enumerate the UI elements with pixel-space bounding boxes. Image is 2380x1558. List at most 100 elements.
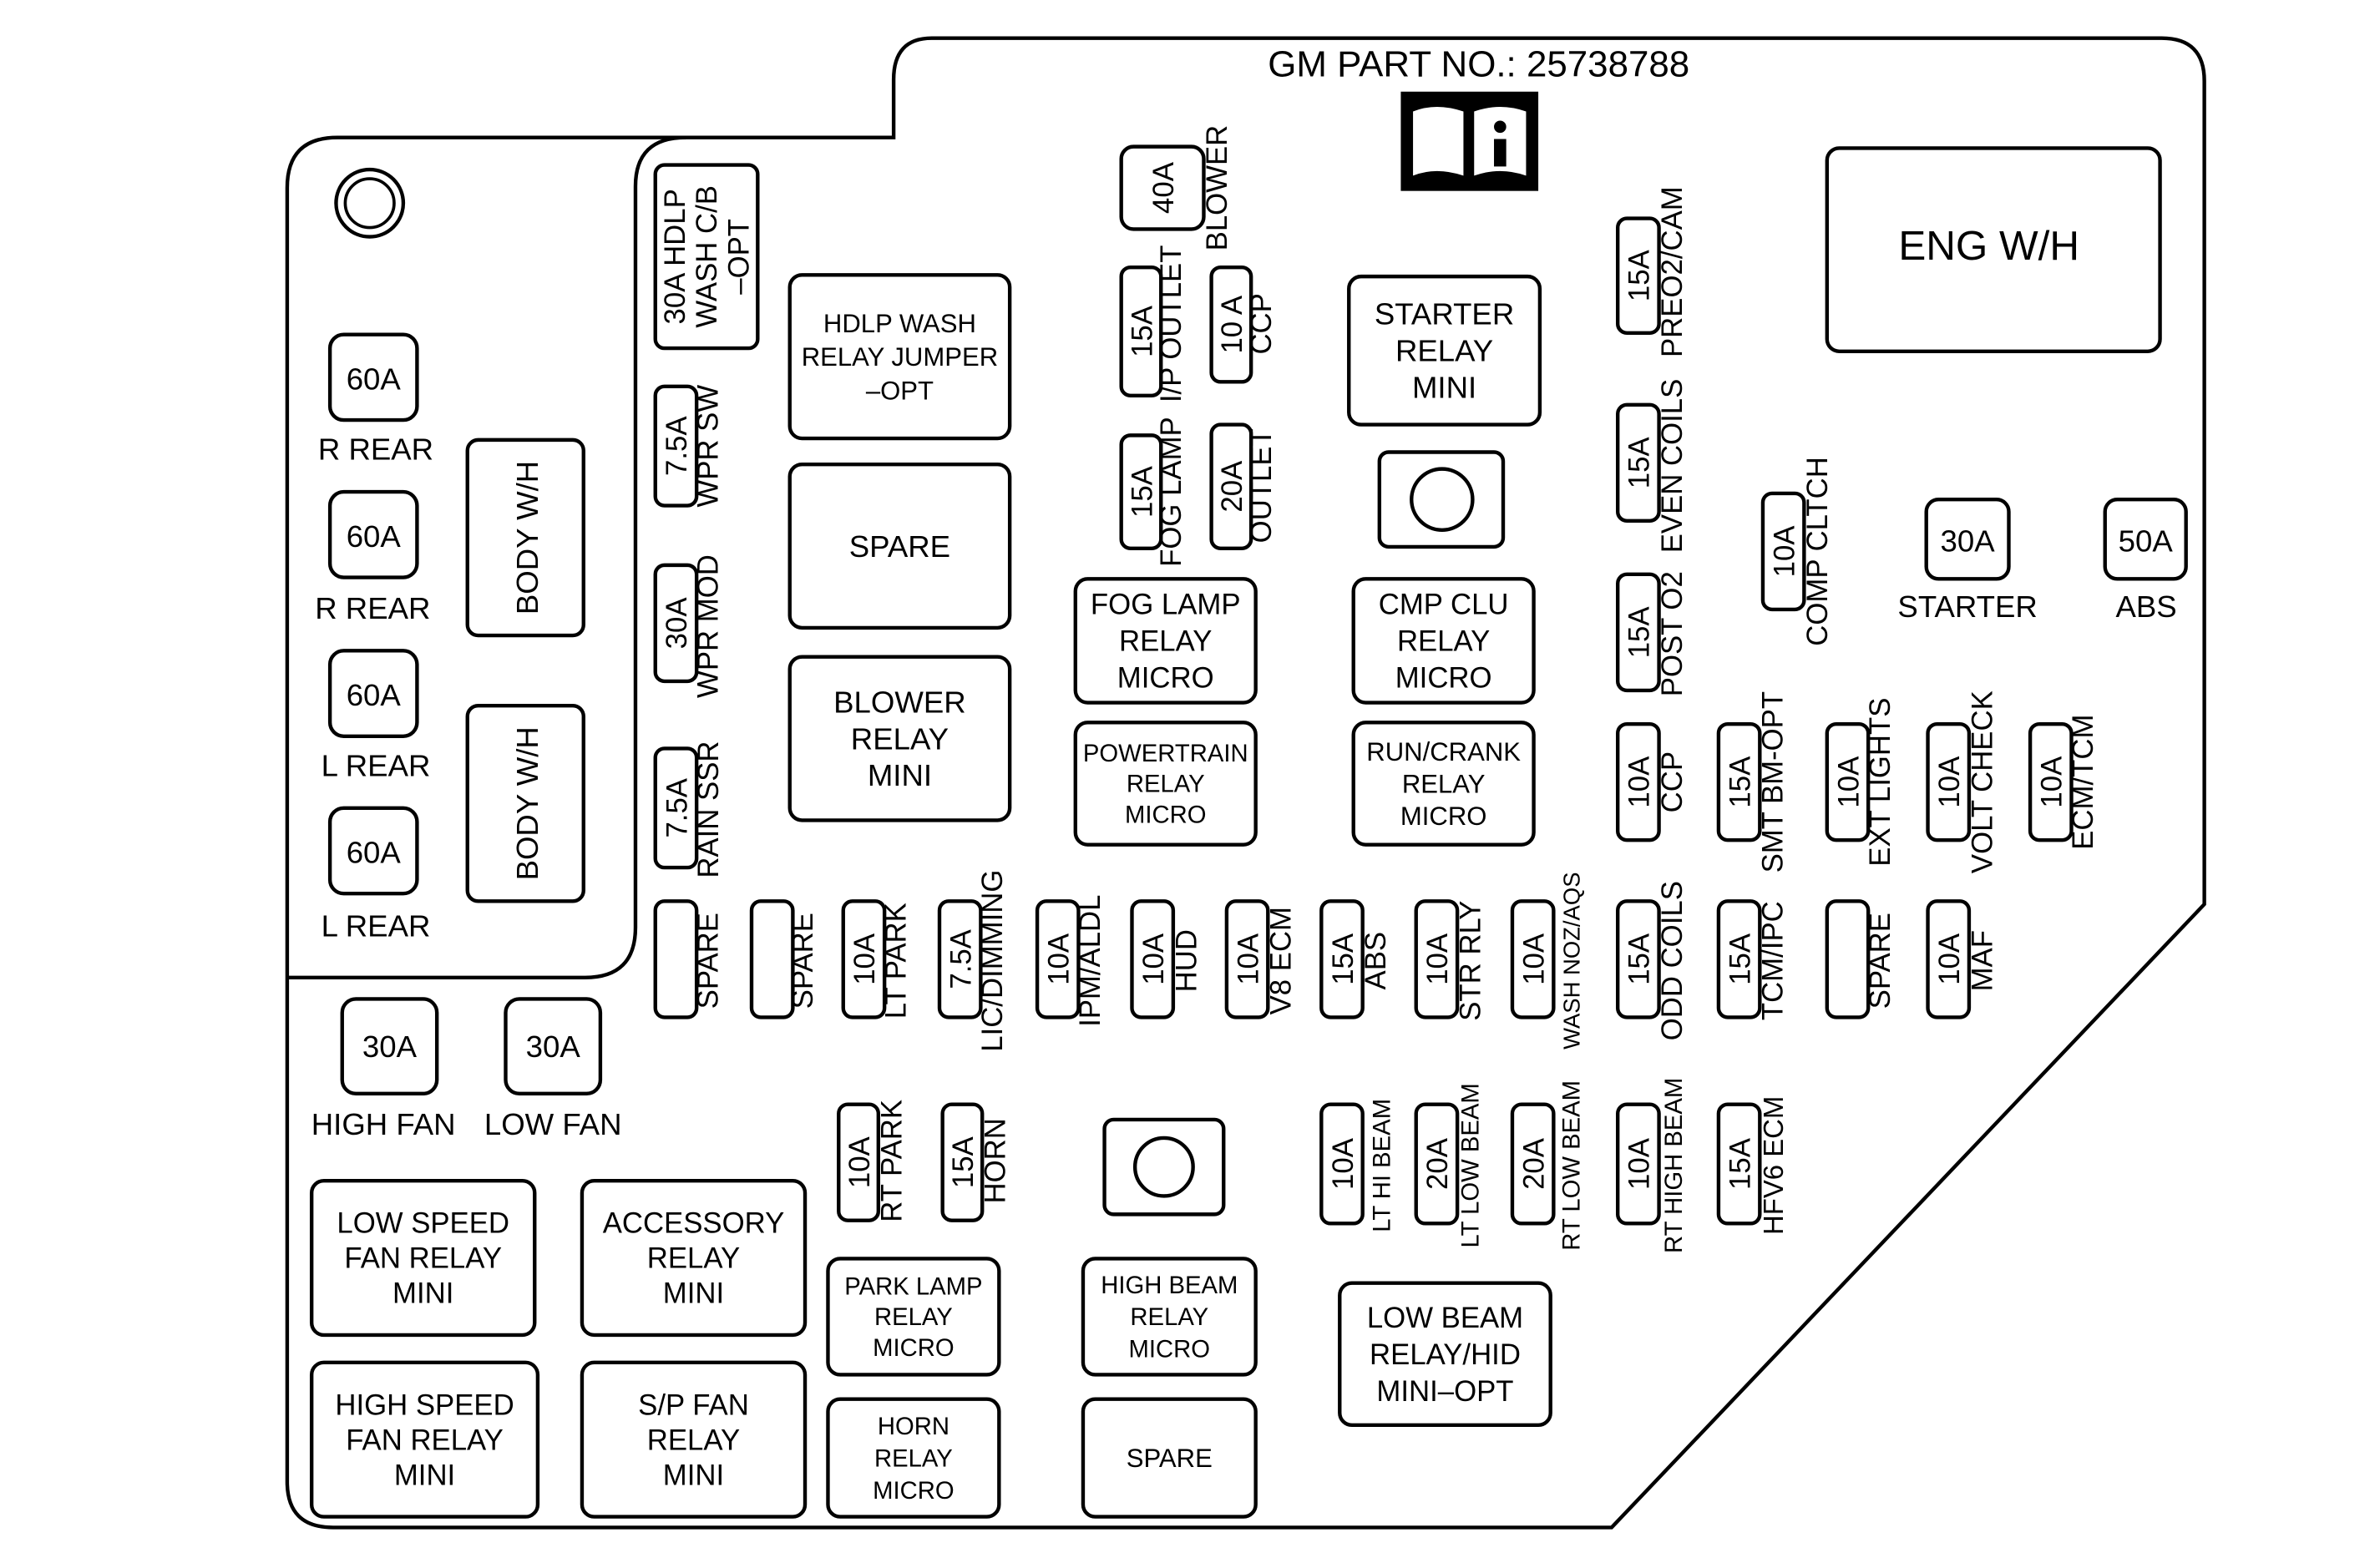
relay-label: MINI: [663, 1278, 724, 1310]
relay-label: MINI: [868, 758, 932, 792]
engine-wiring-harness-block: ENG W/H: [1825, 146, 2162, 353]
relay-spare-relay-2[interactable]: SPARE: [1081, 1397, 1258, 1519]
fuse-rating: 10 A: [1217, 295, 1248, 353]
mounting-hole-icon: [334, 167, 406, 239]
fuse-rating: 7.5A: [661, 777, 693, 837]
fuse-spare-1[interactable]: SPARE: [653, 899, 725, 1019]
fuse-rating: 10A: [1233, 933, 1264, 985]
fuse-rating: 15A: [1624, 933, 1656, 985]
relay-label: MICRO: [1129, 1337, 1210, 1363]
relay-spare-relay-1[interactable]: SPARE: [787, 462, 1012, 630]
fuse-rating: 30A: [661, 597, 693, 650]
fuse-spare-3[interactable]: SPARE: [1825, 899, 1896, 1019]
fuse-spare-2[interactable]: SPARE: [749, 899, 819, 1019]
fuse-label: SPARE: [787, 913, 819, 1009]
relay-label: LOW BEAM: [1367, 1303, 1523, 1334]
relay-label: MICRO: [1395, 663, 1492, 695]
relay-label: STARTER: [1375, 297, 1514, 331]
relay-label: MINI: [394, 1459, 455, 1491]
fuse-rating: 10A: [1934, 756, 1966, 808]
fuse-rating: 10A: [1934, 933, 1966, 985]
fuse-rating: 60A: [347, 678, 402, 712]
relay-label: POWERTRAIN: [1083, 741, 1248, 767]
fuse-label: R REAR: [318, 432, 433, 467]
fuse-label: LIC/DIMMING: [977, 870, 1009, 1052]
relay-label: RELAY: [851, 721, 949, 756]
fuse-label: CCP: [1246, 293, 1278, 354]
fuse-label: MAF: [1967, 930, 1998, 991]
block-label: BODY W/H: [510, 461, 544, 615]
fuse-rating: –OPT: [724, 219, 756, 295]
fuse-label: V8 ECM: [1266, 907, 1298, 1014]
fuse-label: WASH NOZ/AQS: [1558, 872, 1584, 1049]
relay-label: HIGH SPEED: [335, 1389, 514, 1421]
relay-label: FAN RELAY: [344, 1243, 502, 1275]
fuse-rating: 15A: [1328, 933, 1360, 985]
fuse-label: RAIN SSR: [693, 741, 725, 878]
fuse-rating: 10A: [1769, 525, 1800, 578]
fuse-label: HORN: [980, 1118, 1012, 1203]
fuse-label: LT HI BEAM: [1370, 1099, 1396, 1232]
fuse-label: SMT BM-OPT: [1758, 691, 1790, 873]
